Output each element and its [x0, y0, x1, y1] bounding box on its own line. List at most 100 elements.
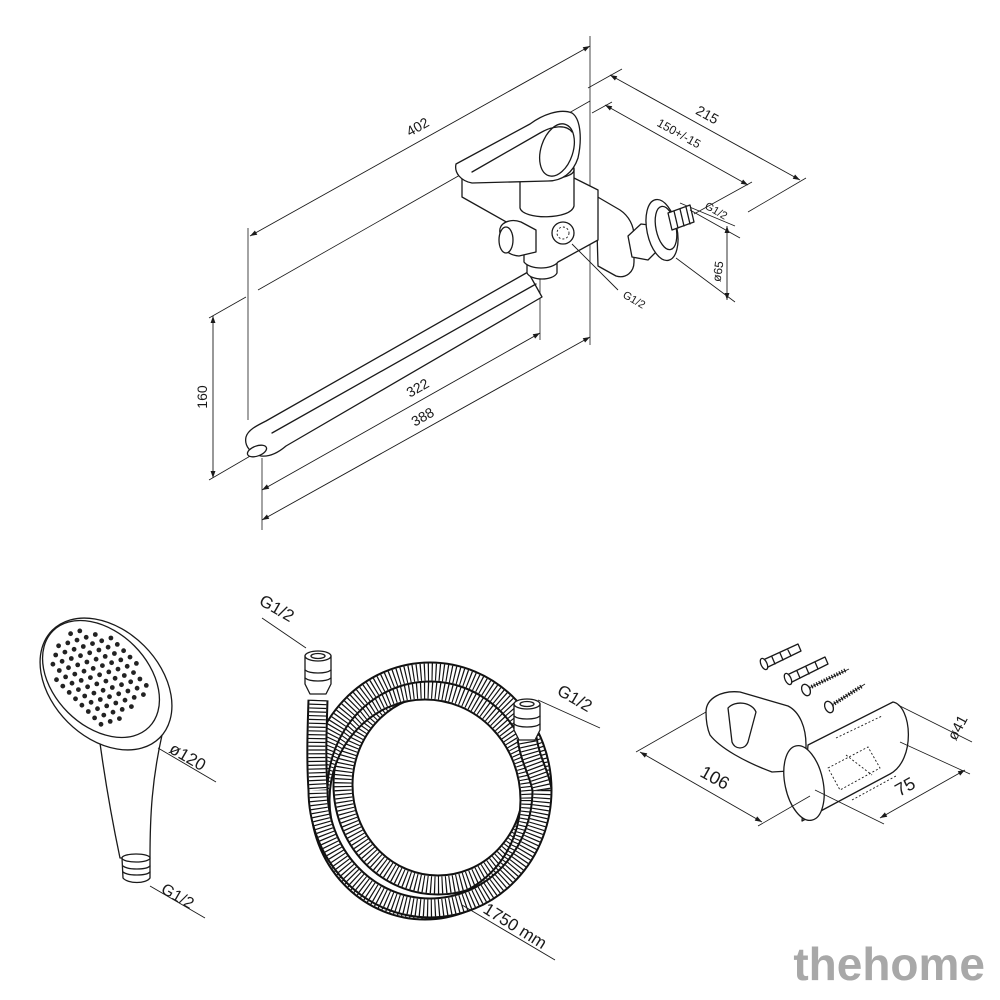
nozzle-dot	[68, 631, 73, 637]
nozzle-dot	[76, 687, 81, 692]
mixer-arm	[595, 195, 635, 278]
wall-dowel	[762, 643, 802, 669]
hand-shower-connector	[121, 857, 151, 884]
nozzle-dot	[112, 675, 118, 681]
nozzle-dot	[50, 661, 56, 667]
nozzle-dot	[78, 678, 84, 683]
nozzle-dot	[54, 677, 59, 683]
nozzle-dot	[131, 695, 137, 700]
nozzle-dot	[80, 644, 86, 649]
fitting-ring	[513, 715, 541, 728]
nozzle-dot	[63, 674, 68, 680]
nozzle-dot	[94, 681, 100, 687]
sleeve-opening	[783, 744, 825, 822]
nozzle-dot	[56, 668, 62, 673]
nozzle-dot	[129, 704, 134, 709]
nozzle-dot	[92, 715, 97, 721]
extension-line	[897, 704, 973, 743]
nozzle-dot	[88, 699, 94, 705]
nozzle-dot	[102, 654, 108, 659]
spout-edge	[271, 283, 537, 434]
thread-label-inlet: G1/2	[621, 289, 648, 311]
nozzle-dot	[98, 721, 104, 727]
fitting-bore	[519, 700, 535, 708]
dimension-line-75	[879, 769, 966, 819]
leader-line	[571, 243, 619, 291]
screw-head	[823, 700, 835, 714]
nozzle-dot	[90, 666, 96, 671]
nozzle-dot	[109, 660, 114, 666]
sleeve-hidden-detail	[827, 746, 881, 791]
extension-line	[693, 181, 753, 215]
nozzle-dot	[74, 637, 80, 643]
dowel-head	[783, 672, 793, 686]
dowel-ribs	[796, 661, 819, 679]
nozzle-dot	[104, 703, 110, 709]
nozzle-dot	[62, 649, 68, 655]
thread-label-hand-shower: G1/2	[158, 881, 197, 913]
nozzle-dot	[69, 680, 75, 686]
extension-line	[899, 741, 971, 775]
dimension-line-150	[604, 104, 749, 186]
nozzle-dot	[85, 684, 90, 690]
nozzle-dot	[113, 700, 119, 706]
nozzle-dot	[91, 690, 97, 696]
nozzle-dot	[143, 683, 149, 688]
nozzle-dot	[93, 656, 99, 662]
nozzle-dot	[90, 641, 95, 646]
nozzle-dot	[117, 716, 122, 721]
screw-shaft	[831, 683, 866, 706]
dowel-ribs	[771, 649, 792, 665]
hose-length-label: 1750 mm	[480, 899, 550, 953]
nozzle-dot	[78, 653, 83, 659]
nozzle-dot	[101, 712, 107, 718]
nozzle-dot	[125, 688, 131, 694]
nozzle-dot	[127, 654, 133, 660]
thread-label-hose-left: G1/2	[256, 591, 297, 626]
nozzle-dot	[114, 642, 120, 647]
nozzle-dot	[103, 678, 109, 684]
nozzle-dot	[128, 679, 134, 685]
extension-line	[591, 101, 613, 114]
nozzle-dot	[105, 644, 111, 650]
leader-line	[261, 617, 307, 649]
nozzle-dot	[71, 646, 77, 652]
nozzle-dot	[110, 709, 116, 715]
connector-thread	[122, 865, 151, 876]
leader-line	[461, 904, 556, 961]
thread-lines	[673, 206, 691, 229]
nozzle-dot	[112, 651, 117, 656]
nozzle-dot	[66, 665, 71, 671]
extension-line	[747, 177, 807, 213]
nozzle-dot	[134, 685, 140, 691]
nozzle-dot	[107, 719, 113, 724]
dimension-line-215	[609, 74, 801, 181]
nozzle-dot	[56, 643, 61, 649]
nozzle-dot	[72, 671, 78, 677]
extension-line	[587, 68, 623, 89]
extension-line	[208, 296, 247, 319]
nozzle-dot	[77, 628, 83, 634]
leader-line	[537, 699, 601, 729]
dimension-line-322	[261, 332, 541, 491]
nozzle-dot	[118, 657, 124, 663]
nozzle-dot	[107, 694, 112, 700]
nozzle-dot	[121, 673, 127, 678]
hand-shower-drawing: ø120 G1/2	[39, 617, 217, 919]
faucet-drawing: 402 215 150+/-15 G1/2 ø65 G1/2 160 322 3…	[194, 36, 807, 530]
spray-nozzles	[50, 628, 149, 727]
nozzle-dot	[53, 652, 59, 658]
diameter-label-65: ø65	[710, 260, 727, 283]
nozzle-dot	[109, 685, 115, 690]
nozzle-dot	[100, 687, 106, 693]
nozzle-dot	[106, 669, 112, 675]
screw-head	[800, 683, 812, 697]
nozzle-dot	[96, 647, 102, 653]
hose-drawing: G1/2 G1/2 1750 mm	[256, 591, 601, 961]
extension-line	[635, 711, 707, 753]
nozzle-dot	[116, 691, 122, 697]
nozzle-dot	[95, 706, 100, 712]
hose-fitting-left	[304, 655, 332, 695]
nozzle-dot	[75, 662, 81, 668]
fitting-top	[513, 698, 541, 710]
